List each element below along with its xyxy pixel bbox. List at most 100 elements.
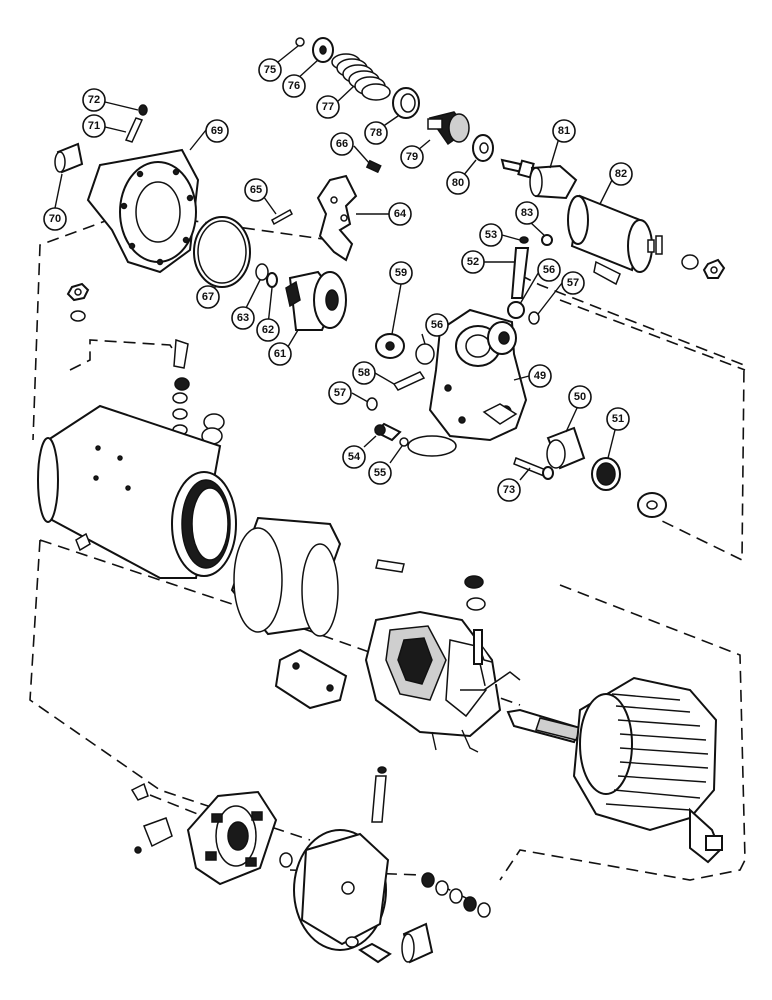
plunger-81-part (500, 158, 578, 200)
svg-text:55: 55 (374, 467, 386, 479)
roll-pin-71-part (124, 117, 144, 143)
callout-61: 61 (268, 342, 292, 366)
armature-part (506, 676, 723, 864)
callout-49: 49 (528, 364, 552, 388)
svg-text:56: 56 (543, 264, 555, 276)
callout-81: 81 (552, 119, 576, 143)
callout-80: 80 (446, 171, 470, 195)
pinion-gear-79-part (427, 111, 470, 146)
svg-text:70: 70 (49, 213, 61, 225)
washer-57-upper-part (528, 311, 540, 325)
insulator-band-part (230, 516, 342, 637)
svg-text:62: 62 (262, 324, 274, 336)
svg-text:59: 59 (395, 267, 407, 279)
svg-text:57: 57 (567, 277, 579, 289)
spring-77-part (331, 53, 391, 101)
screw-54-part (374, 422, 402, 442)
washer-76-part (312, 37, 334, 63)
svg-text:79: 79 (406, 151, 418, 163)
brush-plate-part (186, 790, 278, 886)
insulator-strip-part (375, 559, 405, 573)
callout-54: 54 (342, 445, 366, 469)
callout-57-upper: 57 (561, 271, 585, 295)
terminal-nut-83-part (541, 234, 553, 246)
callout-58: 58 (352, 361, 376, 385)
svg-text:63: 63 (237, 312, 249, 324)
callout-65: 65 (244, 178, 268, 202)
svg-text:58: 58 (358, 367, 370, 379)
end-screw-and-bushing-part (345, 922, 434, 964)
shift-lever-64-part (316, 174, 358, 262)
callout-56-lower: 56 (425, 313, 449, 337)
callout-82: 82 (609, 162, 633, 186)
callout-67: 67 (196, 285, 220, 309)
callout-70: 70 (43, 207, 67, 231)
svg-text:52: 52 (467, 256, 479, 268)
callout-63: 63 (231, 306, 255, 330)
svg-text:61: 61 (274, 348, 286, 360)
shaft-52-part (510, 247, 530, 299)
svg-text:66: 66 (336, 138, 348, 150)
drive-assembly-61-part (285, 270, 347, 331)
svg-text:80: 80 (452, 177, 464, 189)
washer-80-part (472, 134, 494, 162)
callout-77: 77 (316, 95, 340, 119)
svg-text:81: 81 (558, 125, 570, 137)
svg-text:57: 57 (334, 387, 346, 399)
svg-text:56: 56 (431, 319, 443, 331)
field-frame-housing-part (37, 404, 237, 579)
callout-57-lower: 57 (328, 381, 352, 405)
svg-text:64: 64 (394, 208, 407, 220)
terminal-hardware-stack-part (66, 282, 225, 445)
callout-50: 50 (568, 385, 592, 409)
callout-66: 66 (330, 132, 354, 156)
callout-69: 69 (205, 119, 229, 143)
pin-72-part (138, 104, 148, 116)
drive-housing-69-part (86, 148, 200, 274)
brush-holder-clip-part (130, 782, 173, 854)
svg-text:78: 78 (370, 127, 382, 139)
field-coils-part (364, 610, 521, 753)
snap-ring-63-part (255, 263, 269, 281)
svg-text:77: 77 (322, 101, 334, 113)
collar-78-part (392, 87, 420, 119)
svg-text:72: 72 (88, 94, 100, 106)
svg-text:54: 54 (348, 451, 361, 463)
svg-text:49: 49 (534, 370, 546, 382)
washer-57-lower-part (366, 397, 378, 411)
callout-51: 51 (606, 407, 630, 431)
bushing-70-part (54, 142, 84, 174)
svg-text:82: 82 (615, 168, 627, 180)
svg-text:75: 75 (264, 64, 276, 76)
callout-75: 75 (258, 58, 282, 82)
svg-text:51: 51 (612, 413, 624, 425)
svg-text:83: 83 (521, 207, 533, 219)
bolt-73-part (513, 457, 554, 480)
callout-52: 52 (461, 250, 485, 274)
callout-83: 83 (515, 201, 539, 225)
callout-55: 55 (368, 461, 392, 485)
svg-text:71: 71 (88, 120, 100, 132)
callout-56-upper: 56 (537, 258, 561, 282)
gasket-67-part (193, 216, 251, 288)
callout-59: 59 (389, 261, 413, 285)
wiring-dashed-loop (69, 339, 181, 371)
bearing-51-part (591, 457, 621, 491)
retainer-ring-75-part (295, 37, 305, 47)
callout-79: 79 (400, 145, 424, 169)
thrust-collar-62-part (266, 272, 278, 288)
callout-53: 53 (479, 223, 503, 247)
callout-62: 62 (256, 318, 280, 342)
washer-59-part (375, 333, 405, 359)
svg-text:73: 73 (503, 484, 515, 496)
svg-text:69: 69 (211, 125, 223, 137)
leader-lines (54, 45, 616, 481)
pole-shoe-part (274, 648, 348, 710)
callout-64: 64 (388, 202, 412, 226)
through-bolt-part (371, 766, 387, 823)
washer-stack-end-part (279, 852, 491, 918)
callout-76: 76 (282, 74, 306, 98)
washer-end-right-part (637, 492, 667, 518)
solenoid-82-part (567, 194, 726, 286)
